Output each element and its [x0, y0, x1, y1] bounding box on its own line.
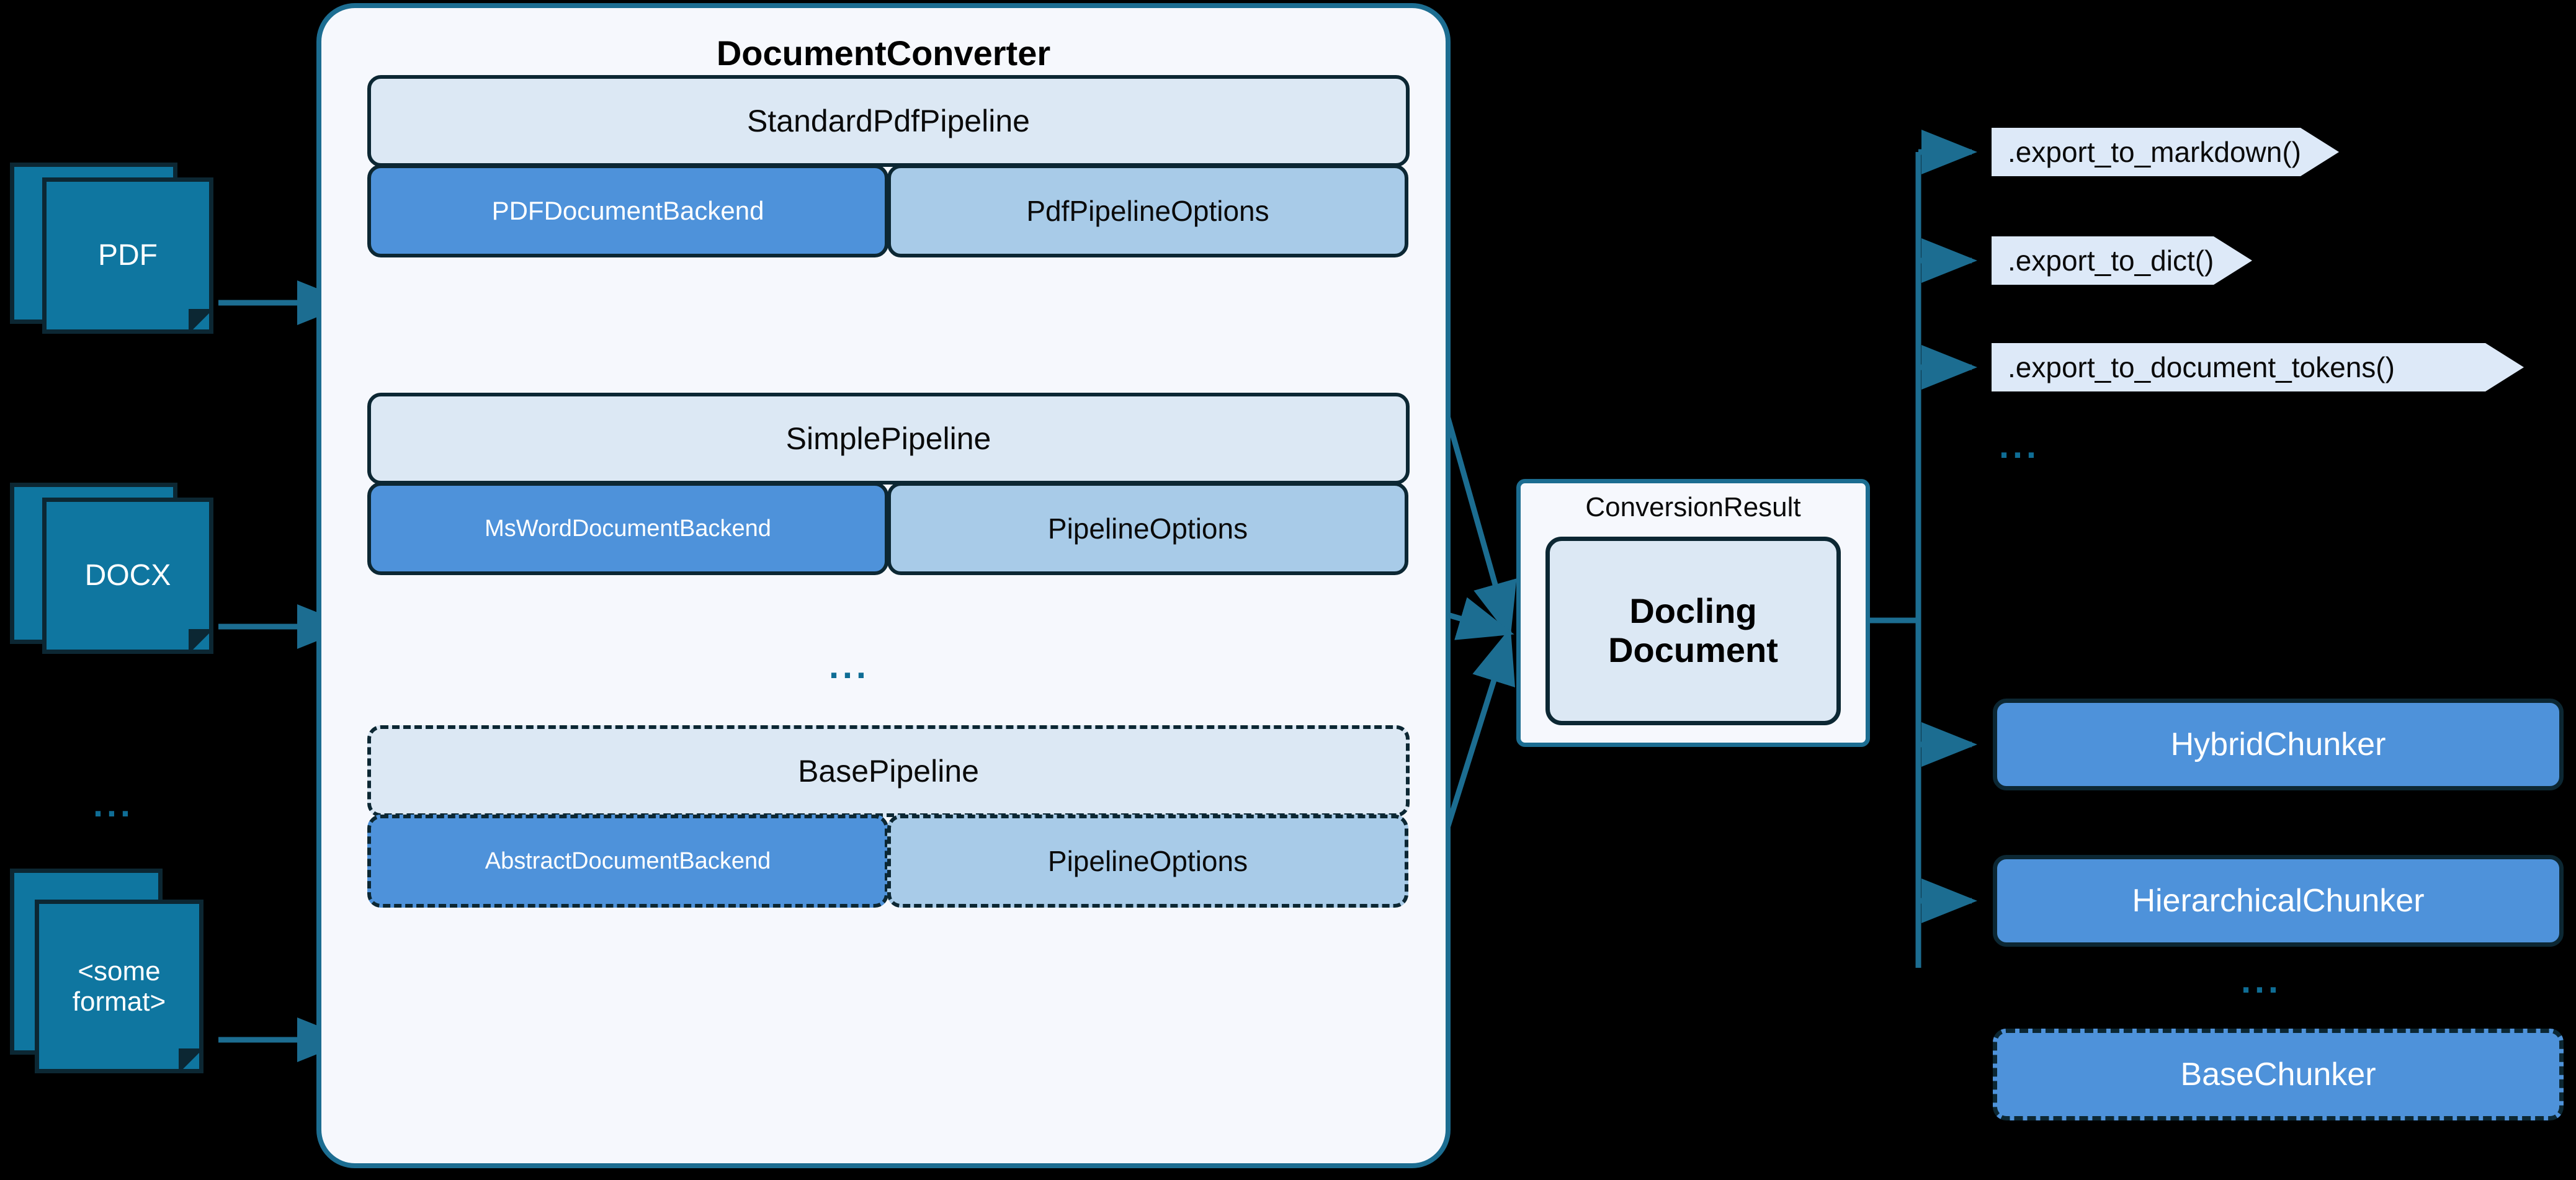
docx-document-fold-icon — [189, 629, 213, 654]
hybrid-chunker-box[interactable]: HybridChunker — [1993, 699, 2564, 790]
docling-document-label: Docling Document — [1608, 591, 1778, 669]
hybrid-chunker-label: HybridChunker — [2170, 726, 2386, 762]
pipeline-simple-title: SimplePipeline — [367, 393, 1410, 485]
pipeline-simple-options[interactable]: PipelineOptions — [887, 482, 1408, 575]
pdf-document-label: PDF — [98, 239, 158, 272]
export-to-dict-chip[interactable]: .export_to_dict() — [1992, 236, 2252, 285]
some-format-document[interactable]: <some format> — [10, 869, 218, 1073]
pipeline-standard-pdf-title: StandardPdfPipeline — [367, 75, 1410, 167]
pipelines-ellipsis: ... — [829, 646, 870, 686]
pipeline-base-title: BasePipeline — [367, 725, 1410, 817]
docx-document-front-sheet: DOCX — [42, 498, 213, 654]
pipeline-base[interactable]: BasePipeline AbstractDocumentBackend Pip… — [367, 725, 1410, 908]
pipeline-base-options[interactable]: PipelineOptions — [887, 815, 1408, 908]
some-format-document-front-sheet: <some format> — [35, 900, 203, 1073]
pipeline-standard-pdf-options[interactable]: PdfPipelineOptions — [887, 164, 1408, 257]
conversion-result-label: ConversionResult — [1585, 492, 1801, 522]
some-format-document-fold-icon — [179, 1048, 203, 1073]
pipeline-base-row: AbstractDocumentBackend PipelineOptions — [367, 815, 1410, 908]
page-title: DocumentConverter — [716, 34, 1051, 73]
pipeline-simple-row: MsWordDocumentBackend PipelineOptions — [367, 482, 1410, 575]
pdf-document-fold-icon — [189, 309, 213, 334]
chunkers-ellipsis: ... — [2241, 960, 2282, 1001]
pipeline-standard-pdf[interactable]: StandardPdfPipeline PDFDocumentBackend P… — [367, 75, 1410, 257]
pipeline-standard-pdf-row: PDFDocumentBackend PdfPipelineOptions — [367, 164, 1410, 257]
docx-document-label: DOCX — [84, 559, 171, 592]
pipeline-base-backend[interactable]: AbstractDocumentBackend — [367, 815, 888, 908]
pipeline-simple[interactable]: SimplePipeline MsWordDocumentBackend Pip… — [367, 393, 1410, 575]
pipeline-simple-backend[interactable]: MsWordDocumentBackend — [367, 482, 888, 575]
pdf-document[interactable]: PDF — [10, 163, 218, 336]
input-formats-ellipsis: ... — [93, 784, 134, 825]
document-converter-panel[interactable]: DocumentConverter StandardPdfPipeline PD… — [316, 3, 1451, 1168]
export-to-document-tokens-chip[interactable]: .export_to_document_tokens() — [1992, 343, 2524, 391]
export-to-markdown-label: .export_to_markdown() — [2008, 136, 2301, 168]
export-to-dict-label: .export_to_dict() — [2008, 244, 2214, 277]
pipeline-standard-pdf-backend[interactable]: PDFDocumentBackend — [367, 164, 888, 257]
pdf-document-front-sheet: PDF — [42, 177, 213, 334]
conversion-result-panel[interactable]: ConversionResult Docling Document — [1516, 479, 1870, 747]
export-to-markdown-chip[interactable]: .export_to_markdown() — [1992, 128, 2339, 176]
some-format-document-label: <some format> — [72, 955, 166, 1017]
base-chunker-label: BaseChunker — [2180, 1057, 2376, 1093]
export-to-document-tokens-label: .export_to_document_tokens() — [2008, 351, 2395, 383]
exports-ellipsis: ... — [1999, 426, 2040, 466]
hierarchical-chunker-box[interactable]: HierarchicalChunker — [1993, 855, 2564, 947]
base-chunker-box[interactable]: BaseChunker — [1993, 1029, 2564, 1120]
hierarchical-chunker-label: HierarchicalChunker — [2132, 883, 2425, 919]
docx-document[interactable]: DOCX — [10, 483, 218, 656]
docling-document-box[interactable]: Docling Document — [1545, 537, 1841, 725]
